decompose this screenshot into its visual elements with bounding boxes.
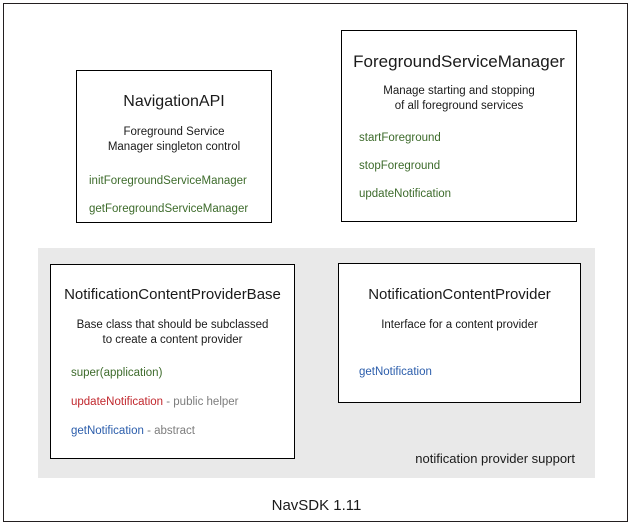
class-title-notification-content-provider: NotificationContentProvider <box>368 286 551 303</box>
member-name: initForegroundServiceManager <box>89 175 247 188</box>
class-desc-line: Base class that should be subclassed <box>76 318 269 331</box>
class-desc-line: Interface for a content provider <box>381 318 538 331</box>
member-list-foreground-service-manager: startForeground stopForeground updateNot… <box>342 132 576 201</box>
member-name: getNotification <box>359 365 432 378</box>
class-title-notification-content-provider-base: NotificationContentProviderBase <box>64 286 281 303</box>
member-super-application[interactable]: super(application) <box>71 367 294 381</box>
member-name: getNotification <box>71 424 144 437</box>
class-desc-notification-content-provider-base: Base class that should be subclassed to … <box>51 318 294 348</box>
class-desc-line: Manage starting and stopping <box>383 85 535 98</box>
member-stop-foreground[interactable]: stopForeground <box>359 160 576 174</box>
member-name: stopForeground <box>359 160 441 173</box>
member-name: updateNotification <box>71 395 164 408</box>
class-box-notification-content-provider-base[interactable]: NotificationContentProviderBase Base cla… <box>50 264 295 459</box>
class-box-foreground-service-manager[interactable]: ForegroundServiceManager Manage starting… <box>341 30 577 222</box>
member-name: startForeground <box>359 132 441 145</box>
class-desc-line: Foreground Service <box>123 125 225 138</box>
group-panel-label: notification provider support <box>415 451 575 466</box>
class-desc-line: of all foreground services <box>394 100 524 113</box>
member-note: - abstract <box>143 424 196 437</box>
class-desc-notification-content-provider: Interface for a content provider <box>339 318 580 333</box>
class-desc-line: Manager singleton control <box>107 141 241 154</box>
member-list-navigation-api: initForegroundServiceManager getForegrou… <box>77 175 271 217</box>
member-update-notification[interactable]: updateNotification - public helper <box>71 396 294 410</box>
member-name: updateNotification <box>359 187 452 200</box>
member-update-notification[interactable]: updateNotification <box>359 188 576 202</box>
class-title-navigation-api: NavigationAPI <box>123 93 225 110</box>
class-title-foreground-service-manager: ForegroundServiceManager <box>353 52 565 71</box>
class-desc-line: to create a content provider <box>102 333 243 346</box>
class-box-navigation-api[interactable]: NavigationAPI Foreground Service Manager… <box>76 70 272 223</box>
member-get-foreground-service-manager[interactable]: getForegroundServiceManager <box>89 203 271 217</box>
member-get-notification[interactable]: getNotification - abstract <box>71 425 294 439</box>
class-desc-navigation-api: Foreground Service Manager singleton con… <box>77 125 271 155</box>
member-get-notification[interactable]: getNotification <box>359 366 580 380</box>
member-init-foreground-service-manager[interactable]: initForegroundServiceManager <box>89 175 271 189</box>
class-desc-foreground-service-manager: Manage starting and stopping of all fore… <box>342 84 576 114</box>
member-name: super(application) <box>71 367 163 380</box>
footer-version-label: NavSDK 1.11 <box>271 497 362 514</box>
member-list-notification-content-provider: getNotification <box>339 366 580 380</box>
member-list-notification-content-provider-base: super(application) updateNotification - … <box>51 367 294 438</box>
class-box-notification-content-provider[interactable]: NotificationContentProvider Interface fo… <box>338 263 581 403</box>
member-note: - public helper <box>163 395 239 408</box>
member-start-foreground[interactable]: startForeground <box>359 132 576 146</box>
member-name: getForegroundServiceManager <box>89 203 249 216</box>
